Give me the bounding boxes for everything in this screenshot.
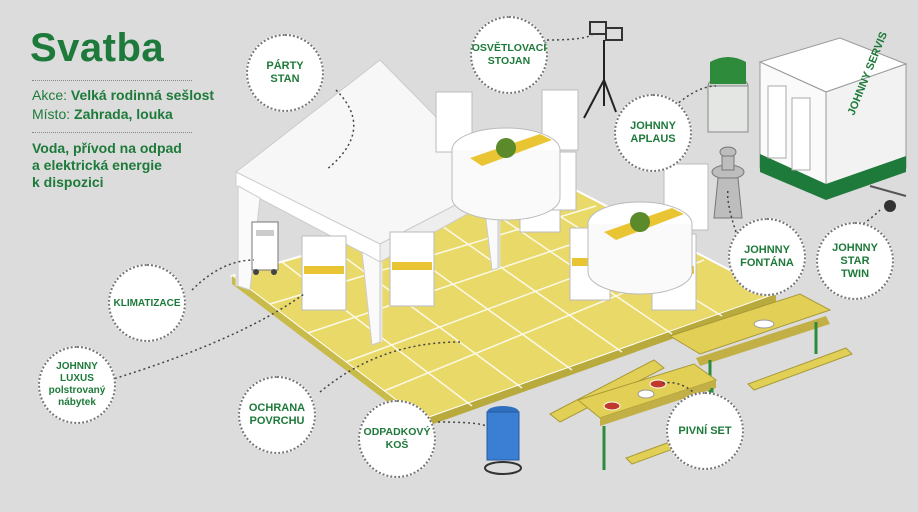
- note-line: Voda, přívod na odpad: [32, 140, 182, 156]
- divider-bottom: [32, 132, 192, 133]
- divider-top: [32, 80, 192, 81]
- label-johnny-fontana: JOHNNY FONTÁNA: [728, 218, 806, 296]
- johnny-star-twin-trailer: [758, 37, 908, 212]
- event-label: Akce:: [32, 87, 68, 103]
- place-value: Zahrada, louka: [74, 106, 173, 122]
- note-line: k dispozici: [32, 174, 104, 190]
- johnny-aplaus-unit: [707, 57, 749, 133]
- johnny-fontana-unit: [711, 146, 745, 219]
- label-waste-bin: ODPADKOVÝ KOŠ: [358, 400, 436, 478]
- place-line: Místo: Zahrada, louka: [32, 105, 173, 123]
- floor-edge-right: [422, 294, 776, 428]
- place-label: Místo:: [32, 106, 71, 122]
- label-air-conditioning: KLIMATIZACE: [108, 264, 186, 342]
- event-value: Velká rodinná sešlost: [70, 87, 215, 103]
- utilities-note: Voda, přívod na odpad a elektrická energ…: [32, 140, 207, 191]
- label-party-tent: PÁRTY STAN: [246, 34, 324, 112]
- event-line: Akce: Velká rodinná sešlost: [32, 86, 214, 104]
- label-johnny-luxus: JOHNNY LUXUS polstrovaný nábytek: [38, 346, 116, 424]
- round-table-back: [451, 127, 561, 221]
- round-table-front: [587, 201, 693, 295]
- label-johnny-aplaus: JOHNNY APLAUS: [614, 94, 692, 172]
- label-surface-protection: OCHRANA POVRCHU: [238, 376, 316, 454]
- floor-edge: [232, 276, 422, 428]
- label-beer-set: PIVNÍ SET: [666, 392, 744, 470]
- lighting-stand: [583, 21, 623, 119]
- note-line: a elektrická energie: [32, 157, 162, 173]
- waste-bin: [484, 406, 522, 475]
- air-conditioner: [251, 221, 279, 275]
- page-title: Svatba: [30, 26, 165, 70]
- label-johnny-star-twin: JOHNNY STAR TWIN: [816, 222, 894, 300]
- label-light-stand: OSVĚTLOVACÍ STOJAN: [470, 16, 548, 94]
